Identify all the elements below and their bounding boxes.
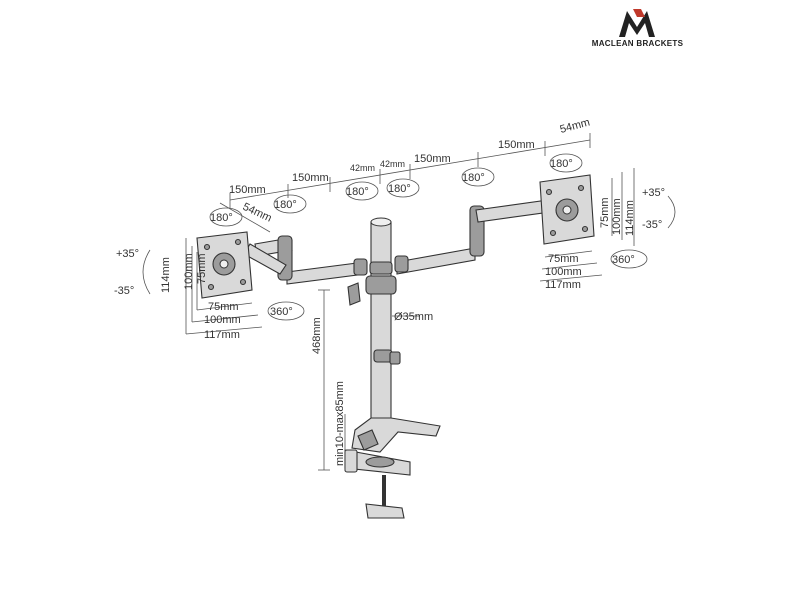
- label-tilt-down-left: -35°: [114, 285, 134, 297]
- label-360-right: 360°: [612, 254, 635, 266]
- right-vesa-plate: [539, 174, 595, 245]
- maclean-logo-icon: [619, 9, 655, 37]
- label-vesa-75w-left: 75mm: [208, 301, 239, 313]
- label-vesa-75h-left: 75mm: [196, 253, 208, 284]
- right-vesa-dimension-lines: [539, 168, 635, 282]
- label-180-d: 180°: [388, 183, 411, 195]
- center-arms: [286, 247, 476, 285]
- brand-name: MACLEAN BRACKETS: [591, 39, 684, 48]
- label-150mm-1: 150mm: [229, 184, 266, 196]
- label-150mm-2: 150mm: [292, 172, 329, 184]
- brand-logo: MACLEAN BRACKETS: [575, 5, 700, 55]
- label-vesa-75w-right: 75mm: [548, 253, 579, 265]
- label-pole-height: 468mm: [311, 317, 323, 354]
- label-180-b: 180°: [274, 199, 297, 211]
- label-vesa-75h-right: 75mm: [599, 197, 611, 228]
- height-dimension-lines: [318, 289, 420, 471]
- left-vesa-dimension-lines: [185, 238, 263, 335]
- label-42mm-left: 42mm: [350, 163, 375, 173]
- desk-clamp: [344, 417, 441, 519]
- label-150mm-4: 150mm: [498, 139, 535, 151]
- label-180-a: 180°: [210, 212, 233, 224]
- label-vesa-100w-right: 100mm: [545, 266, 582, 278]
- right-arm: [469, 199, 551, 257]
- label-vesa-100w-left: 100mm: [204, 314, 241, 326]
- left-vesa-plate: [196, 231, 253, 299]
- label-180-c: 180°: [346, 186, 369, 198]
- label-54mm-right: 54mm: [559, 116, 592, 136]
- label-vesa-114h-right: 114mm: [624, 200, 636, 236]
- label-vesa-100h-left: 100mm: [183, 253, 195, 290]
- pole: [347, 217, 401, 423]
- label-tilt-up-right: +35°: [642, 187, 665, 199]
- label-54mm-left: 54mm: [241, 201, 274, 225]
- label-tilt-down-right: -35°: [642, 219, 662, 231]
- label-tilt-up-left: +35°: [116, 248, 139, 260]
- rotation-indicators: [142, 153, 676, 321]
- left-arm: [243, 235, 293, 281]
- clamp-knob: [365, 503, 405, 519]
- label-180-e: 180°: [462, 172, 485, 184]
- label-pole-diameter: Ø35mm: [394, 311, 433, 323]
- label-clamp-range: min10-max85mm: [334, 381, 346, 466]
- label-vesa-117w-right: 117mm: [545, 279, 581, 291]
- label-42mm-right: 42mm: [380, 159, 405, 169]
- label-360-left: 360°: [270, 306, 293, 318]
- label-vesa-114h-left: 114mm: [160, 257, 172, 293]
- pole-collar: [365, 275, 397, 295]
- label-vesa-100h-right: 100mm: [611, 198, 623, 235]
- label-150mm-3: 150mm: [414, 153, 451, 165]
- label-180-f: 180°: [550, 158, 573, 170]
- dimension-labels: 150mm 150mm 150mm 150mm 54mm 54mm 42mm 4…: [114, 116, 665, 466]
- label-vesa-117w-left: 117mm: [204, 329, 240, 341]
- pole-body: [370, 221, 392, 423]
- cable-clip: [347, 282, 361, 306]
